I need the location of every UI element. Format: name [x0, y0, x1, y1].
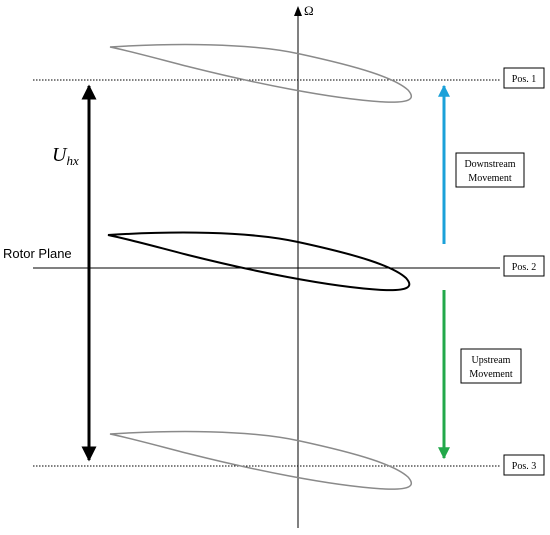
pos3-box: Pos. 3 [503, 454, 545, 476]
airfoil-pos1 [109, 43, 413, 103]
rotor-plane-label: Rotor Plane [3, 246, 72, 261]
downstream-movement-box: Downstream Movement [455, 152, 525, 188]
airfoil-pos2 [107, 231, 411, 292]
pos3-label: Pos. 3 [512, 461, 536, 472]
rotation-axis-label: Ω [304, 3, 314, 18]
velocity-subscript: hx [66, 153, 79, 168]
upstream-movement-box: Upstream Movement [460, 348, 522, 384]
pos2-box: Pos. 2 [503, 255, 545, 277]
pos1-box: Pos. 1 [503, 67, 545, 89]
upstream-movement-line1: Upstream [472, 355, 511, 366]
rotation-axis-arrowhead [294, 6, 302, 16]
upstream-movement-line2: Movement [469, 369, 513, 380]
velocity-symbol: U [52, 144, 68, 166]
pos1-label: Pos. 1 [512, 74, 536, 85]
downstream-movement-line2: Movement [468, 173, 512, 184]
downstream-movement-line1: Downstream [464, 159, 515, 170]
airfoil-pos3 [109, 430, 413, 490]
pos2-label: Pos. 2 [512, 262, 536, 273]
velocity-label: Uhx [52, 144, 79, 168]
